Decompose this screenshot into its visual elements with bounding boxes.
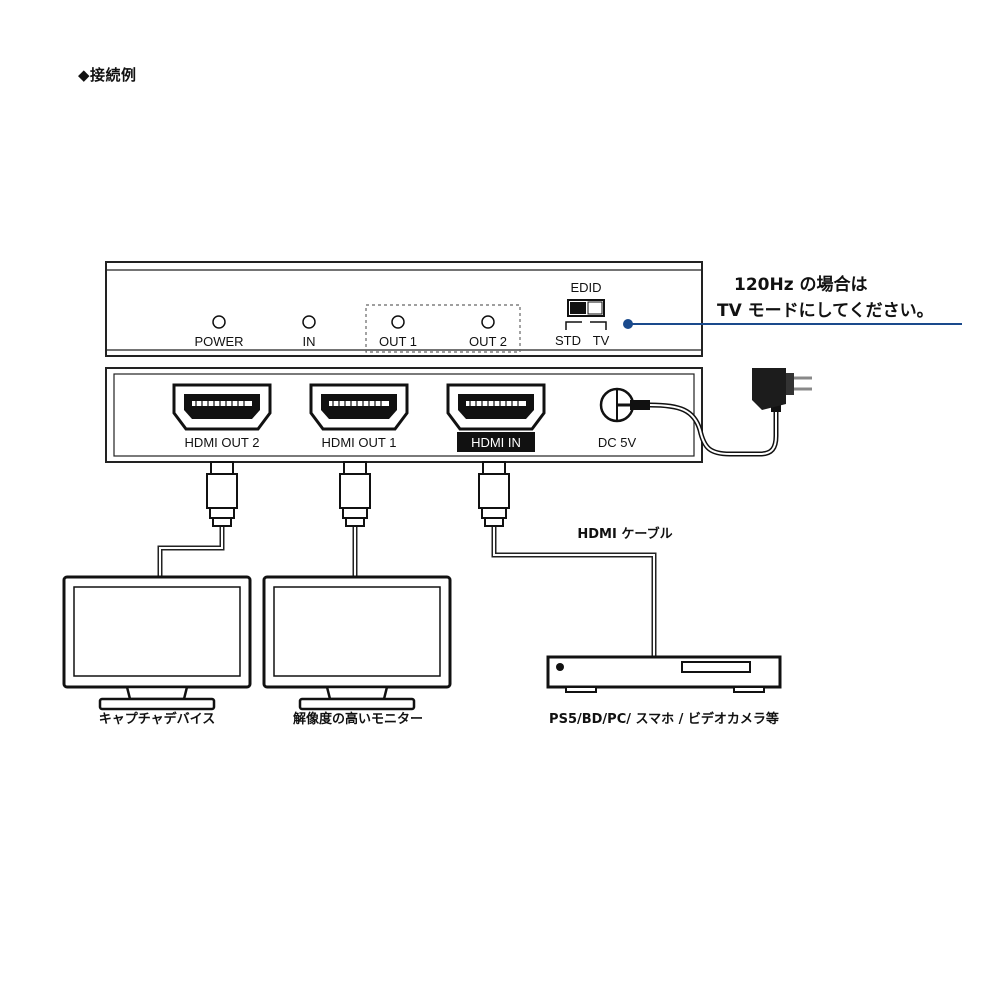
front-panel: POWER IN OUT 1 OUT 2 EDID STD TV (105, 261, 703, 357)
hdmi-cables (157, 461, 657, 657)
port-label-out1: HDMI OUT 1 (322, 435, 397, 450)
power-adapter-icon (617, 368, 812, 457)
port-label-out2: HDMI OUT 2 (185, 435, 260, 450)
hdmi-in-label-bg (457, 432, 535, 452)
device-label-source: PS5/BD/PC/ スマホ / ビデオカメラ等 (549, 711, 779, 727)
capture-device-icon (62, 575, 252, 711)
device-label-monitor: 解像度の高いモニター (292, 711, 423, 727)
led-label-in: IN (303, 334, 316, 349)
hdmi-plug-in-icon (478, 461, 510, 527)
in-led-icon (302, 315, 316, 329)
led-label-power: POWER (194, 334, 243, 349)
rear-panel: HDMI OUT 2 HDMI OUT 1 HDMI IN DC 5V (105, 367, 703, 463)
note-line-1: 120Hz の場合は (734, 274, 868, 295)
out1-led-icon (391, 315, 405, 329)
source-device-icon (546, 655, 782, 693)
edid-tv-label: TV (593, 333, 610, 348)
led-label-out2: OUT 2 (469, 334, 507, 349)
power-led-icon (212, 315, 226, 329)
dc-label: DC 5V (598, 435, 637, 450)
out2-led-icon (481, 315, 495, 329)
device-label-capture: キャプチャデバイス (99, 711, 215, 727)
output-leds-box (365, 304, 521, 353)
edid-std-label: STD (555, 333, 581, 348)
page-heading: ◆接続例 (78, 66, 137, 84)
edid-label: EDID (570, 280, 601, 295)
hdmi-out2-port-icon (172, 383, 272, 431)
hdmi-plug-out1-icon (339, 461, 371, 527)
cable-label: HDMI ケーブル (577, 526, 672, 542)
hdmi-plug-out2-icon (206, 461, 238, 527)
edid-switch[interactable] (567, 299, 605, 317)
monitor-icon (262, 575, 452, 711)
hdmi-in-port-icon (446, 383, 546, 431)
led-label-out1: OUT 1 (379, 334, 417, 349)
note-line-2: TV モードにしてください。 (717, 301, 934, 321)
hdmi-out1-port-icon (309, 383, 409, 431)
port-label-in: HDMI IN (471, 435, 521, 450)
